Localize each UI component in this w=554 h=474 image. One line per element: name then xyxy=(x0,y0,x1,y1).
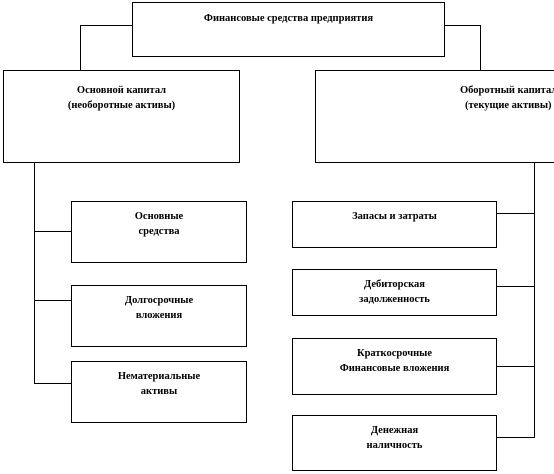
connector-left-branch-3 xyxy=(34,383,72,384)
root-box: Финансовые средства предприятия xyxy=(132,2,445,57)
left-header-line1: Основной капитал xyxy=(76,85,167,96)
left-header-line2: (необоротные активы) xyxy=(67,100,176,112)
left-item-3-line1: Нематериальные xyxy=(117,371,201,382)
right-item-inventory-costs: Запасы и затраты xyxy=(292,201,497,248)
left-item-intangible-assets: Нематериальные активы xyxy=(71,361,247,423)
connector-root-right-v xyxy=(480,25,481,71)
right-header-line1: Оборотный капитал xyxy=(460,85,554,96)
right-item-short-term-investments: Краткосрочные Финансовые вложения xyxy=(292,338,497,395)
root-label: Финансовые средства предприятия xyxy=(203,13,374,24)
right-item-cash: Денежная наличность xyxy=(292,415,497,471)
left-item-1-line2: средства xyxy=(138,226,180,238)
left-item-long-term-investments: Долгосрочные вложения xyxy=(71,285,247,347)
connector-right-trunk xyxy=(534,162,535,438)
connector-right-branch-3 xyxy=(496,366,535,367)
right-item-2-line2: задолженность xyxy=(359,294,430,306)
connector-right-branch-2 xyxy=(496,286,535,287)
connector-right-branch-4 xyxy=(496,437,535,438)
connector-root-left-v xyxy=(80,25,81,71)
connector-root-right-h xyxy=(444,25,481,26)
connector-right-branch-1 xyxy=(496,213,535,214)
left-item-2-line2: вложения xyxy=(135,310,183,322)
left-item-1-line1: Основные xyxy=(134,211,184,222)
connector-root-left-h xyxy=(80,25,133,26)
connector-left-branch-2 xyxy=(34,300,72,301)
right-item-4-line1: Денежная xyxy=(370,425,419,436)
right-header-line2: (текущие активы) xyxy=(465,100,552,112)
right-item-3-line1: Краткосрочные xyxy=(356,348,433,359)
right-item-2-line1: Дебиторская xyxy=(364,279,425,290)
left-item-2-line1: Долгосрочные xyxy=(124,295,194,306)
right-item-3-line2: Финансовые вложения xyxy=(339,363,450,375)
connector-left-branch-1 xyxy=(34,231,72,232)
connector-left-trunk xyxy=(34,162,35,384)
left-item-3-line2: активы xyxy=(140,386,178,398)
left-header-box: Основной капитал (необоротные активы) xyxy=(3,70,240,163)
right-header-box: Оборотный капитал (текущие активы) xyxy=(315,70,554,163)
right-item-1-line1: Запасы и затраты xyxy=(352,211,437,222)
right-item-receivables: Дебиторская задолженность xyxy=(292,269,497,316)
right-item-4-line2: наличность xyxy=(366,440,423,452)
left-item-fixed-assets: Основные средства xyxy=(71,201,247,263)
